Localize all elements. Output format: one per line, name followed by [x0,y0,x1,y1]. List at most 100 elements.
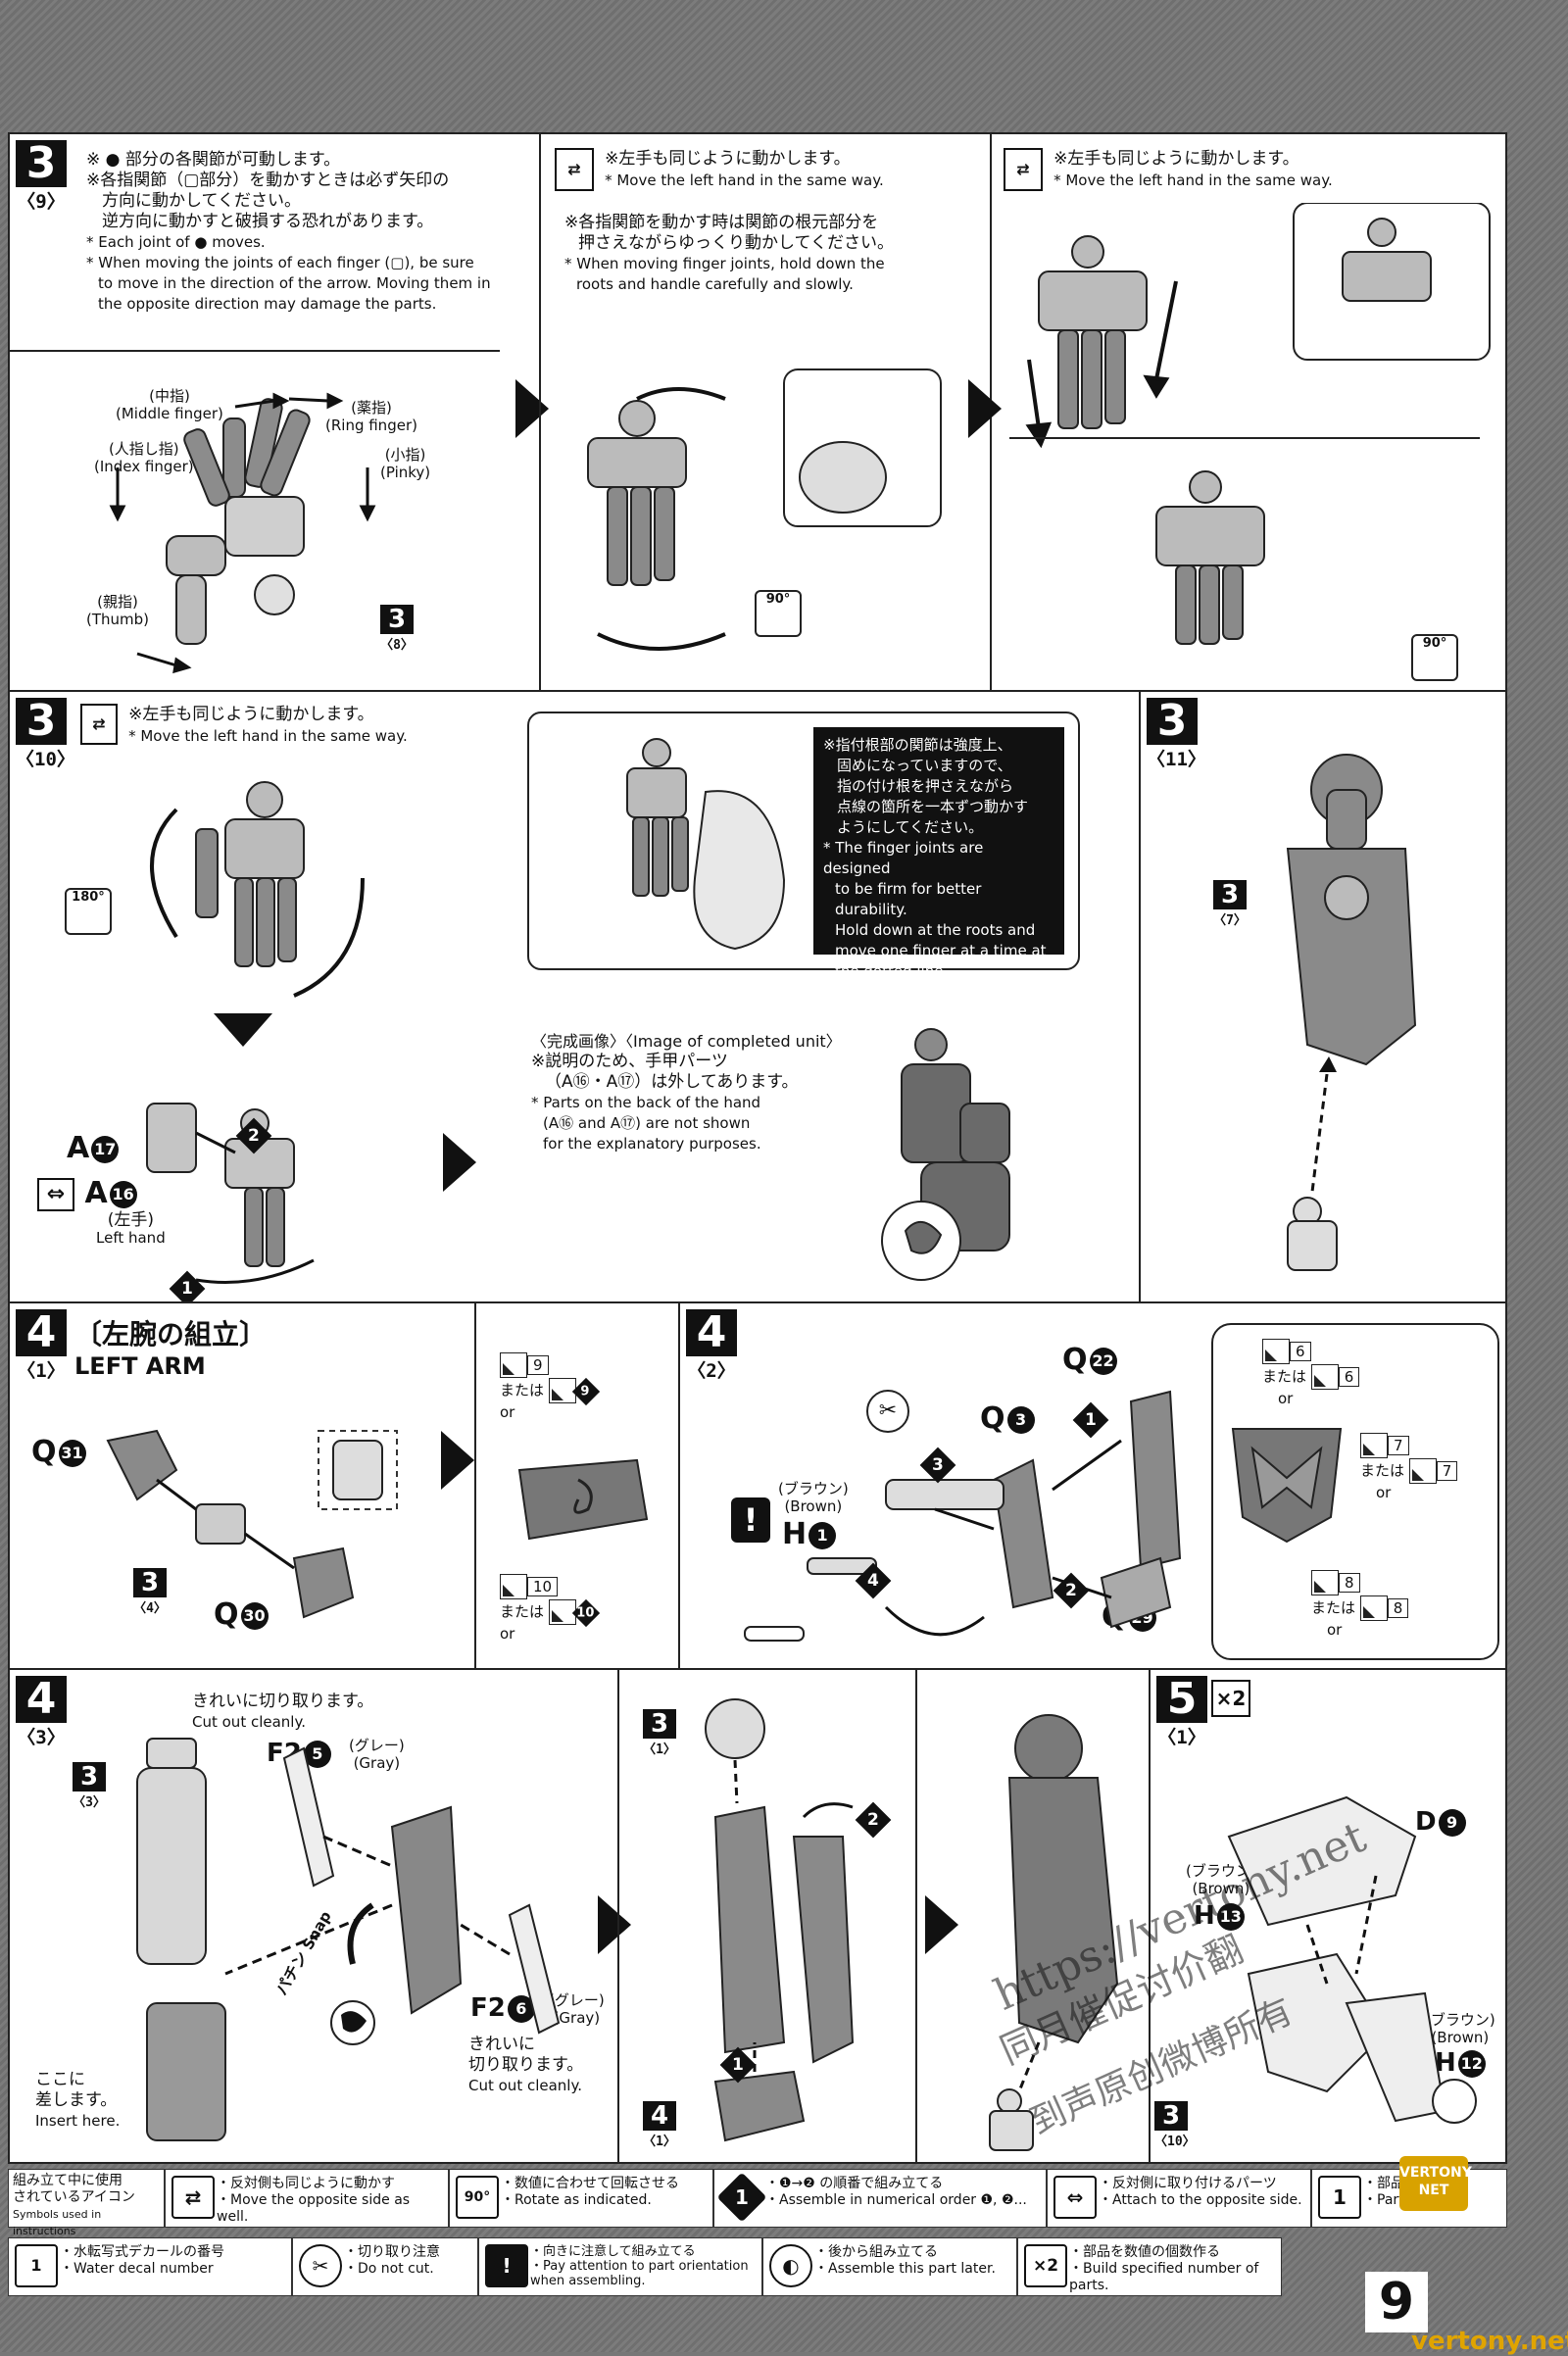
ref-step-3-4: 3 〈4〉 [133,1568,167,1616]
flow-arrow [515,379,549,438]
warning-line: 指の付け根を押さえながら [837,777,1014,795]
ref-step-number: 4 [643,2101,676,2131]
decal-icon [1408,1458,1437,1484]
part-letter: H [1435,2048,1456,2078]
elbow-to-shoulder-assembly [705,1698,855,2142]
legend-item-orientation: ! ・向きに注意して組み立てる・Pay attention to part or… [478,2237,762,2296]
decal-diamond: 9 [571,1377,600,1405]
order-number: 1 [181,1279,193,1299]
or-jp: または [500,1381,545,1399]
step-number: 3 [16,140,67,187]
note-en: * Move the left hand in the same way. [605,172,884,189]
rotate-icon: 90° [456,2176,499,2219]
legend-title-jp: 組み立て中に使用 [13,2173,122,2188]
rotate-value: 90° [1422,636,1447,651]
note-jp-line: 方向に動かしてください。 [102,191,301,211]
decal-10-option: 10 または 10 or [500,1574,600,1643]
note-en-line: * When moving the joints of each finger … [86,254,474,271]
flow-arrow [443,1133,476,1192]
ref-step-number: 3 [133,1568,167,1597]
or-en: or [500,1625,515,1643]
decal-icon [548,1378,576,1403]
orientation-warning-icon: ! [731,1497,770,1543]
note-en: Cut out cleanly. [192,1713,306,1731]
legend-jp: ・向きに注意して組み立てる [530,2244,696,2259]
divider [474,1303,476,1672]
divider [617,1670,619,2162]
legend-title: 組み立て中に使用 されているアイコン Symbols used in instr… [8,2169,165,2237]
ref-step-number: 3 [1213,880,1247,909]
warning-line: 固めになっていますので、 [837,757,1012,774]
label-en: Left hand [96,1229,166,1247]
note-jp-line: 逆方向に動かすと破損する恐れがあります。 [102,212,434,231]
opposite-side-icon: ⇔ [1054,2176,1097,2219]
rotate-value: 180° [72,890,105,905]
legend-item-multiply: ×2 ・部品を数値の個数作る・Build specified number of… [1017,2237,1282,2296]
decal-diamond: 10 [571,1598,600,1627]
index-finger-label: (人指し指) (Index finger) [94,440,194,475]
part-letter: H [1194,1901,1215,1931]
legend-en: ・Do not cut. [344,2261,434,2277]
joint-handling-note: ※各指関節を動かす時は関節の根元部分を 押さえながらゆっくり動かしてください。 … [564,213,976,295]
ref-step-3-3: 3 〈3〉 [73,1762,106,1810]
brown-label-bottom: (ブラウン) (Brown) [1425,2011,1495,2046]
section-title-en: LEFT ARM [74,1352,206,1380]
label-en: (Index finger) [94,458,194,475]
mirror-icon: ⇄ [555,148,594,191]
step-marker: 4 〈3〉 [16,1676,67,1749]
note-en-line: the opposite direction may damage the pa… [98,295,437,313]
legend-en: ・Build specified number of parts. [1069,2261,1259,2293]
substep-number: 〈11〉 [1147,749,1206,770]
substep-number: 〈3〉 [17,1727,66,1748]
mirror-note: ⇄ ※左手も同じように動かします。 * Move the left hand i… [80,704,408,747]
label-en: (Brown) [1192,1880,1250,1897]
part-letter: D [1415,1807,1437,1837]
note-en-line: * When moving finger joints, hold down t… [564,255,885,272]
step-marker: 4 〈1〉 [16,1309,67,1383]
multiply-icon: ×2 [1211,1680,1250,1717]
thumb-label: (親指) (Thumb) [86,593,149,628]
label-en: (Gray) [553,2009,601,2027]
decal-number: 6 [1338,1367,1360,1387]
legend-item-rotate: 90° ・数値に合わせて回転させる・Rotate as indicated. [449,2169,713,2228]
warning-line: 点線の箇所を一本ずつ動かす [837,798,1029,815]
joint-notes: ※ ● 部分の各関節が可動します。 ※各指関節（▢部分）を動かすときは必ず矢印の… [86,150,517,315]
part-letter: F2 [470,1993,506,2023]
part-number: 16 [109,1180,137,1208]
label-jp: (ブラウン) [1425,2011,1495,2029]
note-en: Insert here. [35,2112,121,2130]
mirror-note-right: ⇄ ※左手も同じように動かします。 * Move the left hand i… [1004,148,1333,191]
legend-title-en: Symbols used in instructions [13,2208,102,2237]
frame-assembly-illustration [1227,1795,1477,2124]
legend-en: ・Assemble in numerical order ❶, ❷... [765,2192,1027,2208]
hand-flip-illustration [150,781,365,998]
note-en-line: * Parts on the back of the hand [531,1094,761,1111]
label-jp: (薬指) [351,399,392,417]
rotate-180-icon: 180° [65,888,112,935]
order-icon-number: 1 [735,2184,749,2209]
order-number: 2 [867,1810,879,1830]
cut-note-bottom: きれいに 切り取ります。 Cut out cleanly. [468,2035,583,2096]
part-letter: Q [980,1401,1005,1436]
legend-item-opposite: ⇔ ・反対側に取り付けるパーツ・Attach to the opposite s… [1047,2169,1311,2228]
hand-fold-illustration [1009,203,1491,645]
ref-substep: 〈3〉 [73,1795,106,1810]
decal-icon [1262,1339,1290,1364]
legend-en: ・Attach to the opposite side. [1099,2192,1302,2208]
rotate-value: 90° [765,592,791,607]
completed-arm-illustration [989,1714,1119,2151]
substep-number: 〈2〉 [687,1360,736,1382]
ref-substep: 〈4〉 [133,1601,167,1616]
legend-en: ・Assemble this part later. [814,2261,996,2277]
part-number: 17 [91,1135,120,1163]
decal-8-option: 8 または 8 or [1311,1570,1409,1639]
elbow-assembly [136,1738,561,2141]
step-number: 4 [16,1676,67,1723]
decal-number: 9 [527,1355,549,1375]
decal-number: 8 [1339,1573,1360,1593]
